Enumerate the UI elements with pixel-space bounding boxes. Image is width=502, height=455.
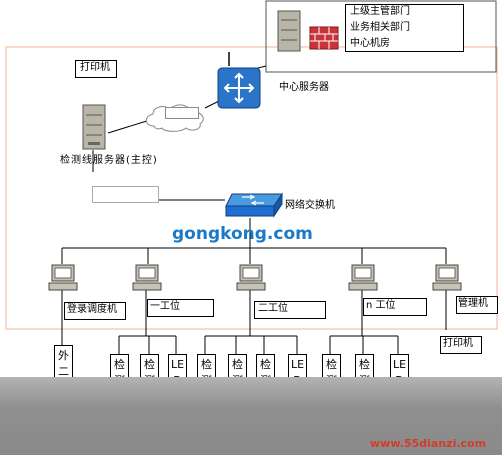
dept-datacenter-label: 中心机房 [350,38,390,49]
station-login-label: 登录调度机 [67,304,117,315]
printer-bottom-label: 打印机 [443,338,473,349]
firewall-icon [309,26,339,50]
printer-bottom-box [440,336,482,354]
gongkong-watermark: gongkong.com [172,224,313,244]
footer-band [0,377,502,455]
computer-icon-station-n [348,264,378,291]
computer-icon-manager [432,264,462,291]
station-n-box [363,298,427,316]
detect-server-icon [82,104,106,150]
site-watermark: www.55dianzi.com [370,437,487,450]
printer-top-label: 打印机 [80,62,110,73]
computer-icon-station-1 [132,264,162,291]
switch-label: 网络交换机 [285,200,335,211]
cloud-inner-box [165,107,199,119]
station-2-box [254,301,326,319]
station-login-box [64,302,126,320]
central-server-label: 中心服务器 [279,82,329,93]
server-icon [277,10,301,52]
departments-box [345,4,464,52]
station-2-label: 二工位 [258,303,288,314]
router-icon [217,67,261,109]
detect-server-label: 检测线服务器(主控) [60,155,158,166]
detect-server-empty-box [92,186,159,203]
station-n-label: n 工位 [366,300,396,311]
printer-top-box [75,60,117,78]
computer-icon-login [48,264,78,291]
dept-superior-label: 上级主管部门 [350,6,410,17]
computer-icon-station-2 [236,264,266,291]
dept-related-label: 业务相关部门 [350,22,410,33]
switch-icon [225,192,283,218]
station-1-label: 一工位 [150,301,180,312]
station-manager-box [456,296,498,314]
station-manager-label: 管理机 [458,298,488,309]
station-1-box [147,299,214,317]
